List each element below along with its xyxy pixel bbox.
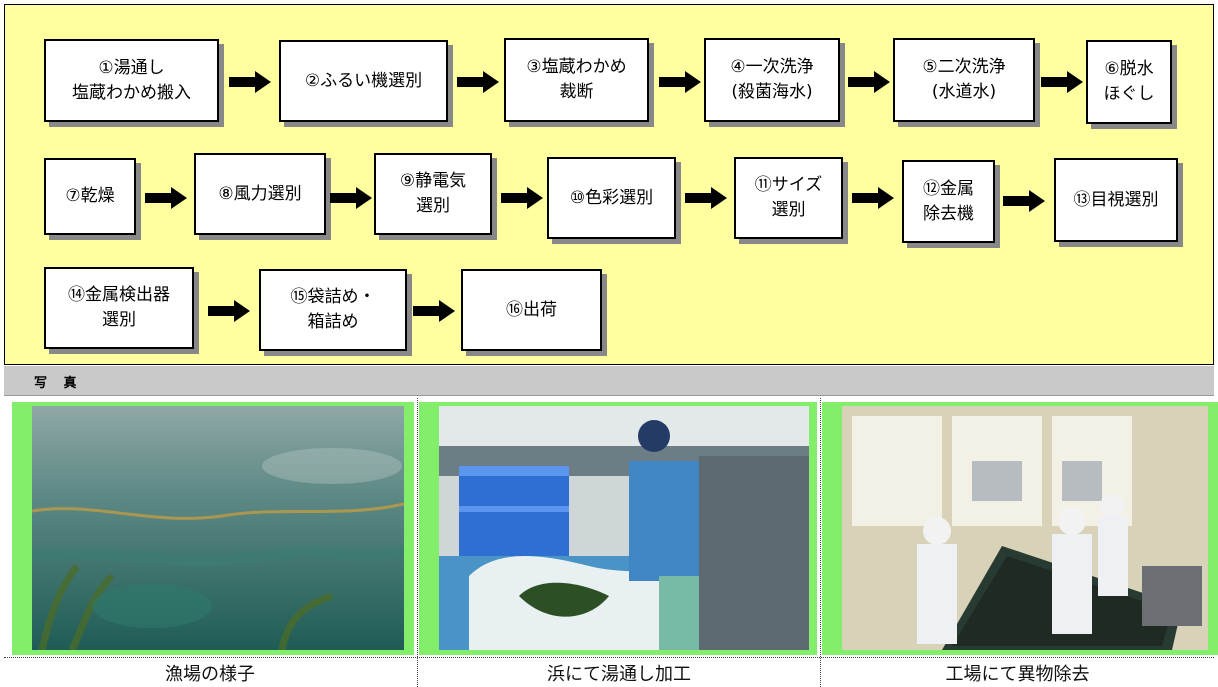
arrow-right-icon xyxy=(659,71,701,93)
step-2: ②ふるい機選別 xyxy=(279,40,448,122)
step-10: ⑩色彩選別 xyxy=(547,157,676,239)
arrow-right-icon xyxy=(685,187,727,209)
step-6: ⑥脱水 ほぐし xyxy=(1086,40,1172,124)
step-12: ⑫金属 除去機 xyxy=(902,160,995,243)
step-1: ①湯通し 塩蔵わかめ搬入 xyxy=(44,39,219,122)
step-4: ④一次洗浄 (殺菌海水) xyxy=(704,38,840,122)
arrow-right-icon xyxy=(1003,190,1045,212)
arrow-right-icon xyxy=(501,187,543,209)
arrow-right-icon xyxy=(145,187,187,209)
photo-cell-1 xyxy=(12,402,414,655)
arrow-right-icon xyxy=(852,187,894,209)
arrow-right-icon xyxy=(413,300,455,322)
photo-area xyxy=(4,398,1218,655)
fishing-ground-photo xyxy=(32,406,404,650)
arrow-right-icon xyxy=(848,71,890,93)
photo-caption-2: 浜にて湯通し加工 xyxy=(547,664,691,685)
caption-divider xyxy=(4,657,1214,658)
photo-cell-2 xyxy=(419,402,817,655)
process-flow-panel: ①湯通し 塩蔵わかめ搬入 ②ふるい機選別 ③塩蔵わかめ 裁断 ④一次洗浄 (殺菌… xyxy=(4,4,1214,365)
step-13: ⑬目視選別 xyxy=(1054,158,1178,242)
beach-processing-photo xyxy=(439,406,809,650)
column-divider xyxy=(820,398,821,687)
step-7: ⑦乾燥 xyxy=(44,158,136,235)
step-11: ⑪サイズ 選別 xyxy=(734,157,843,239)
factory-sorting-photo xyxy=(842,406,1208,650)
step-5: ⑤二次洗浄 (水道水) xyxy=(893,38,1035,122)
photo-cell-3 xyxy=(822,402,1218,655)
step-9: ⑨静電気 選別 xyxy=(374,153,492,235)
arrow-right-icon xyxy=(330,187,372,209)
step-3: ③塩蔵わかめ 裁断 xyxy=(504,38,649,122)
column-divider xyxy=(417,398,418,687)
arrow-right-icon xyxy=(208,300,250,322)
step-14: ⑭金属検出器 選別 xyxy=(44,267,194,349)
step-8: ⑧風力選別 xyxy=(194,153,326,235)
arrow-right-icon xyxy=(229,71,271,93)
photo-caption-1: 漁場の様子 xyxy=(165,664,255,685)
arrow-right-icon xyxy=(457,71,499,93)
photo-caption-3: 工場にて異物除去 xyxy=(945,664,1090,685)
photo-section-title: 写 真 xyxy=(34,376,83,391)
step-15: ⑮袋詰め・ 箱詰め xyxy=(259,269,407,351)
arrow-right-icon xyxy=(1041,71,1083,93)
step-16: ⑯出荷 xyxy=(461,269,602,351)
photo-section-header: 写 真 xyxy=(4,366,1214,396)
